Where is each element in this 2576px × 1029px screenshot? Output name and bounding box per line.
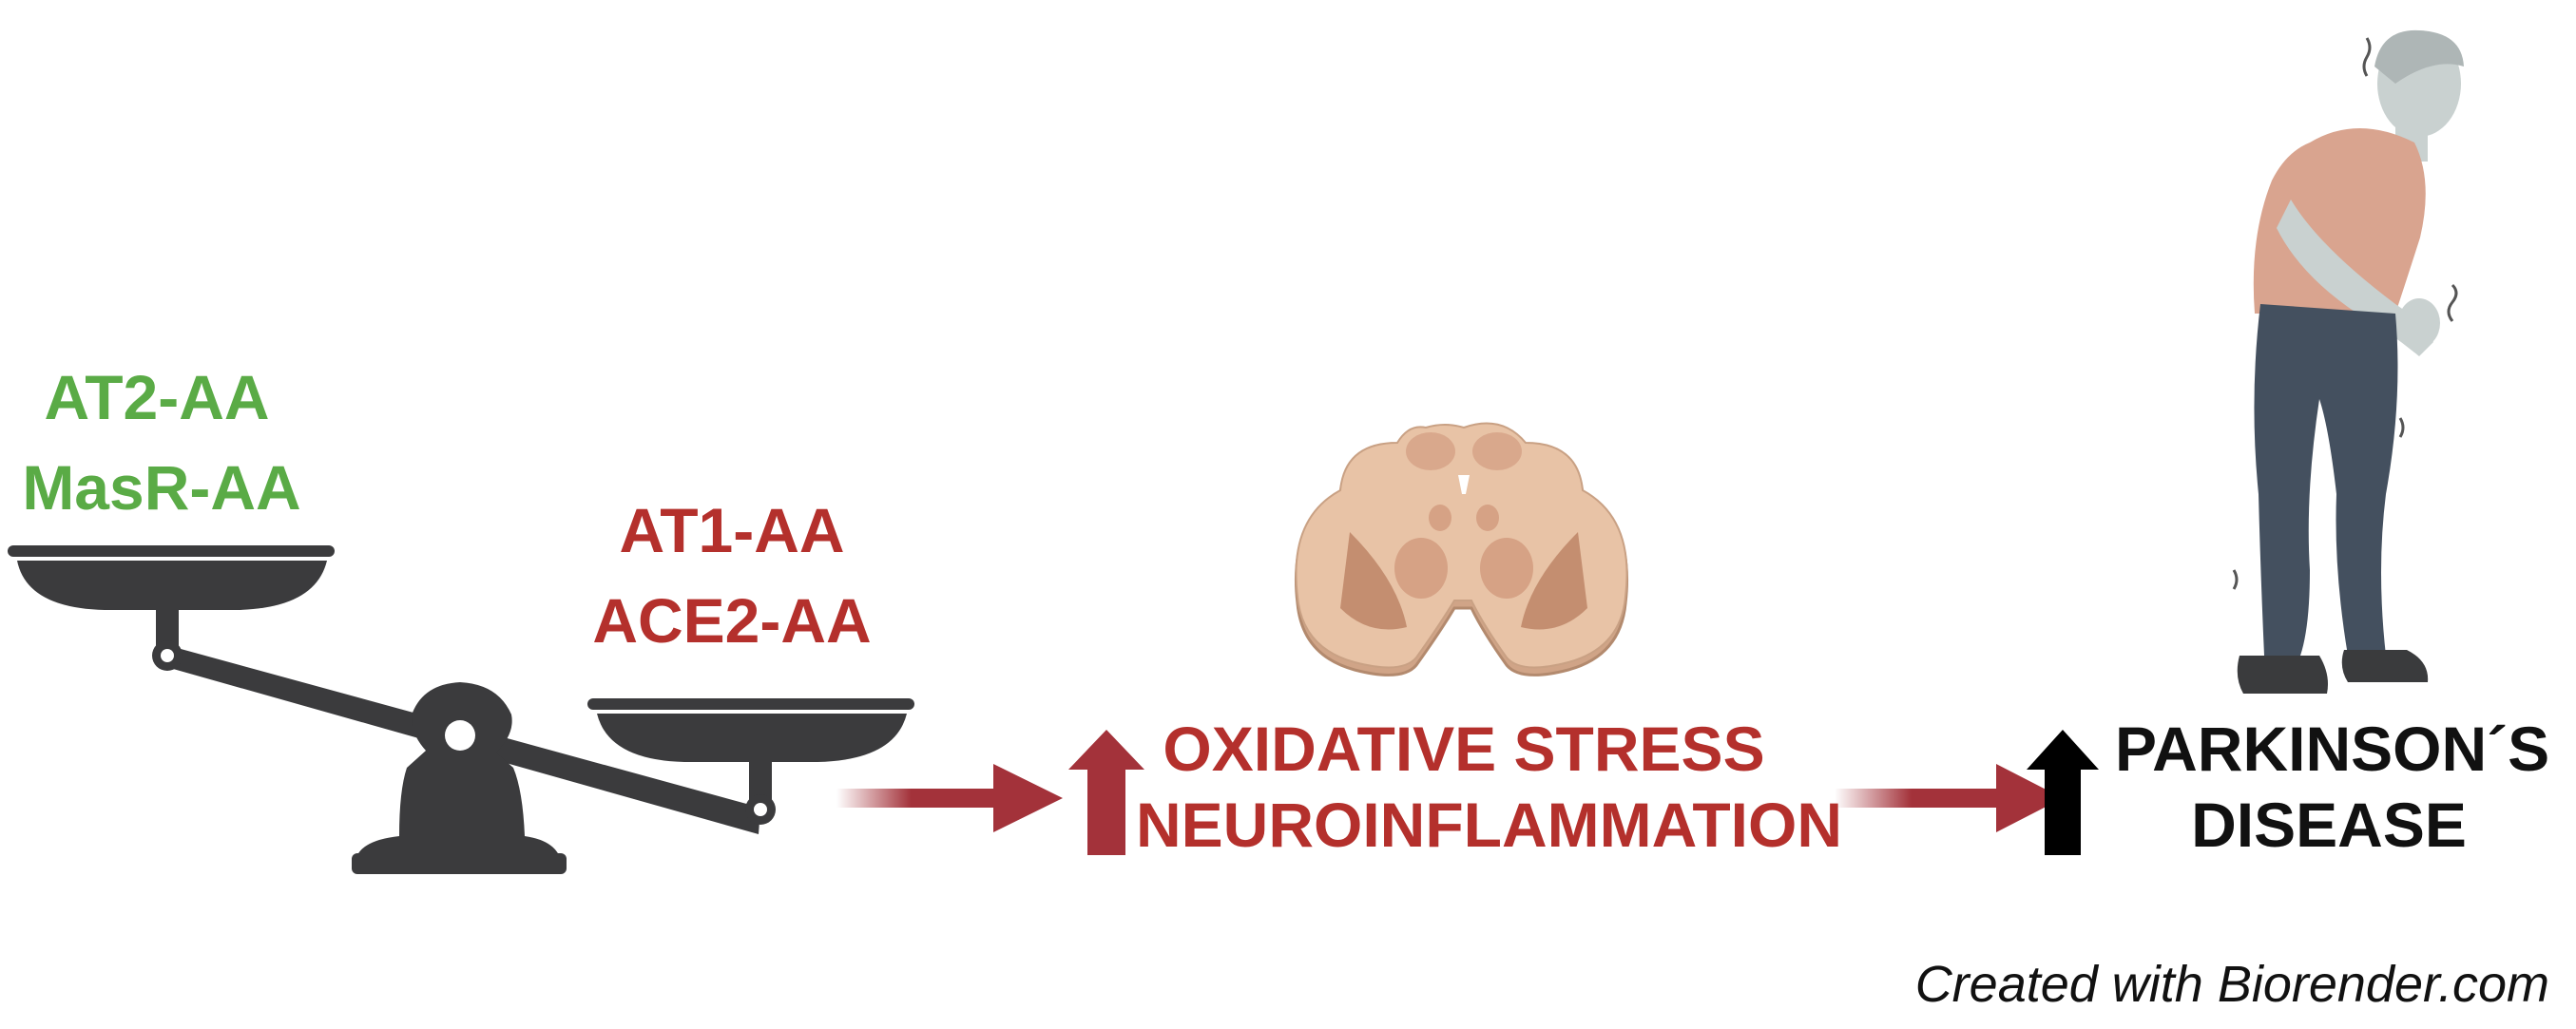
outcome-label-1: PARKINSON´S — [2115, 714, 2550, 784]
outcome-label-2: DISEASE — [2191, 790, 2467, 860]
up-arrow-icon — [2027, 730, 2099, 855]
right-group-label-1: AT1-AA — [619, 495, 845, 565]
left-group-label-2: MasR-AA — [22, 452, 301, 523]
right-arrow-icon — [1835, 764, 2063, 832]
right-arrow-icon — [836, 764, 1063, 832]
credit-text: Created with Biorender.com — [1914, 956, 2549, 1013]
effect-label-1: OXIDATIVE STRESS — [1163, 714, 1765, 784]
left-group-label-1: AT2-AA — [44, 362, 270, 432]
balance-scale-icon — [8, 545, 914, 874]
effect-label-2: NEUROINFLAMMATION — [1136, 790, 1843, 860]
right-group-label-2: ACE2-AA — [592, 585, 872, 656]
brainstem-section-icon — [1294, 422, 1629, 676]
elderly-parkinson-patient-icon — [2232, 29, 2464, 694]
up-arrow-icon — [1068, 730, 1144, 855]
